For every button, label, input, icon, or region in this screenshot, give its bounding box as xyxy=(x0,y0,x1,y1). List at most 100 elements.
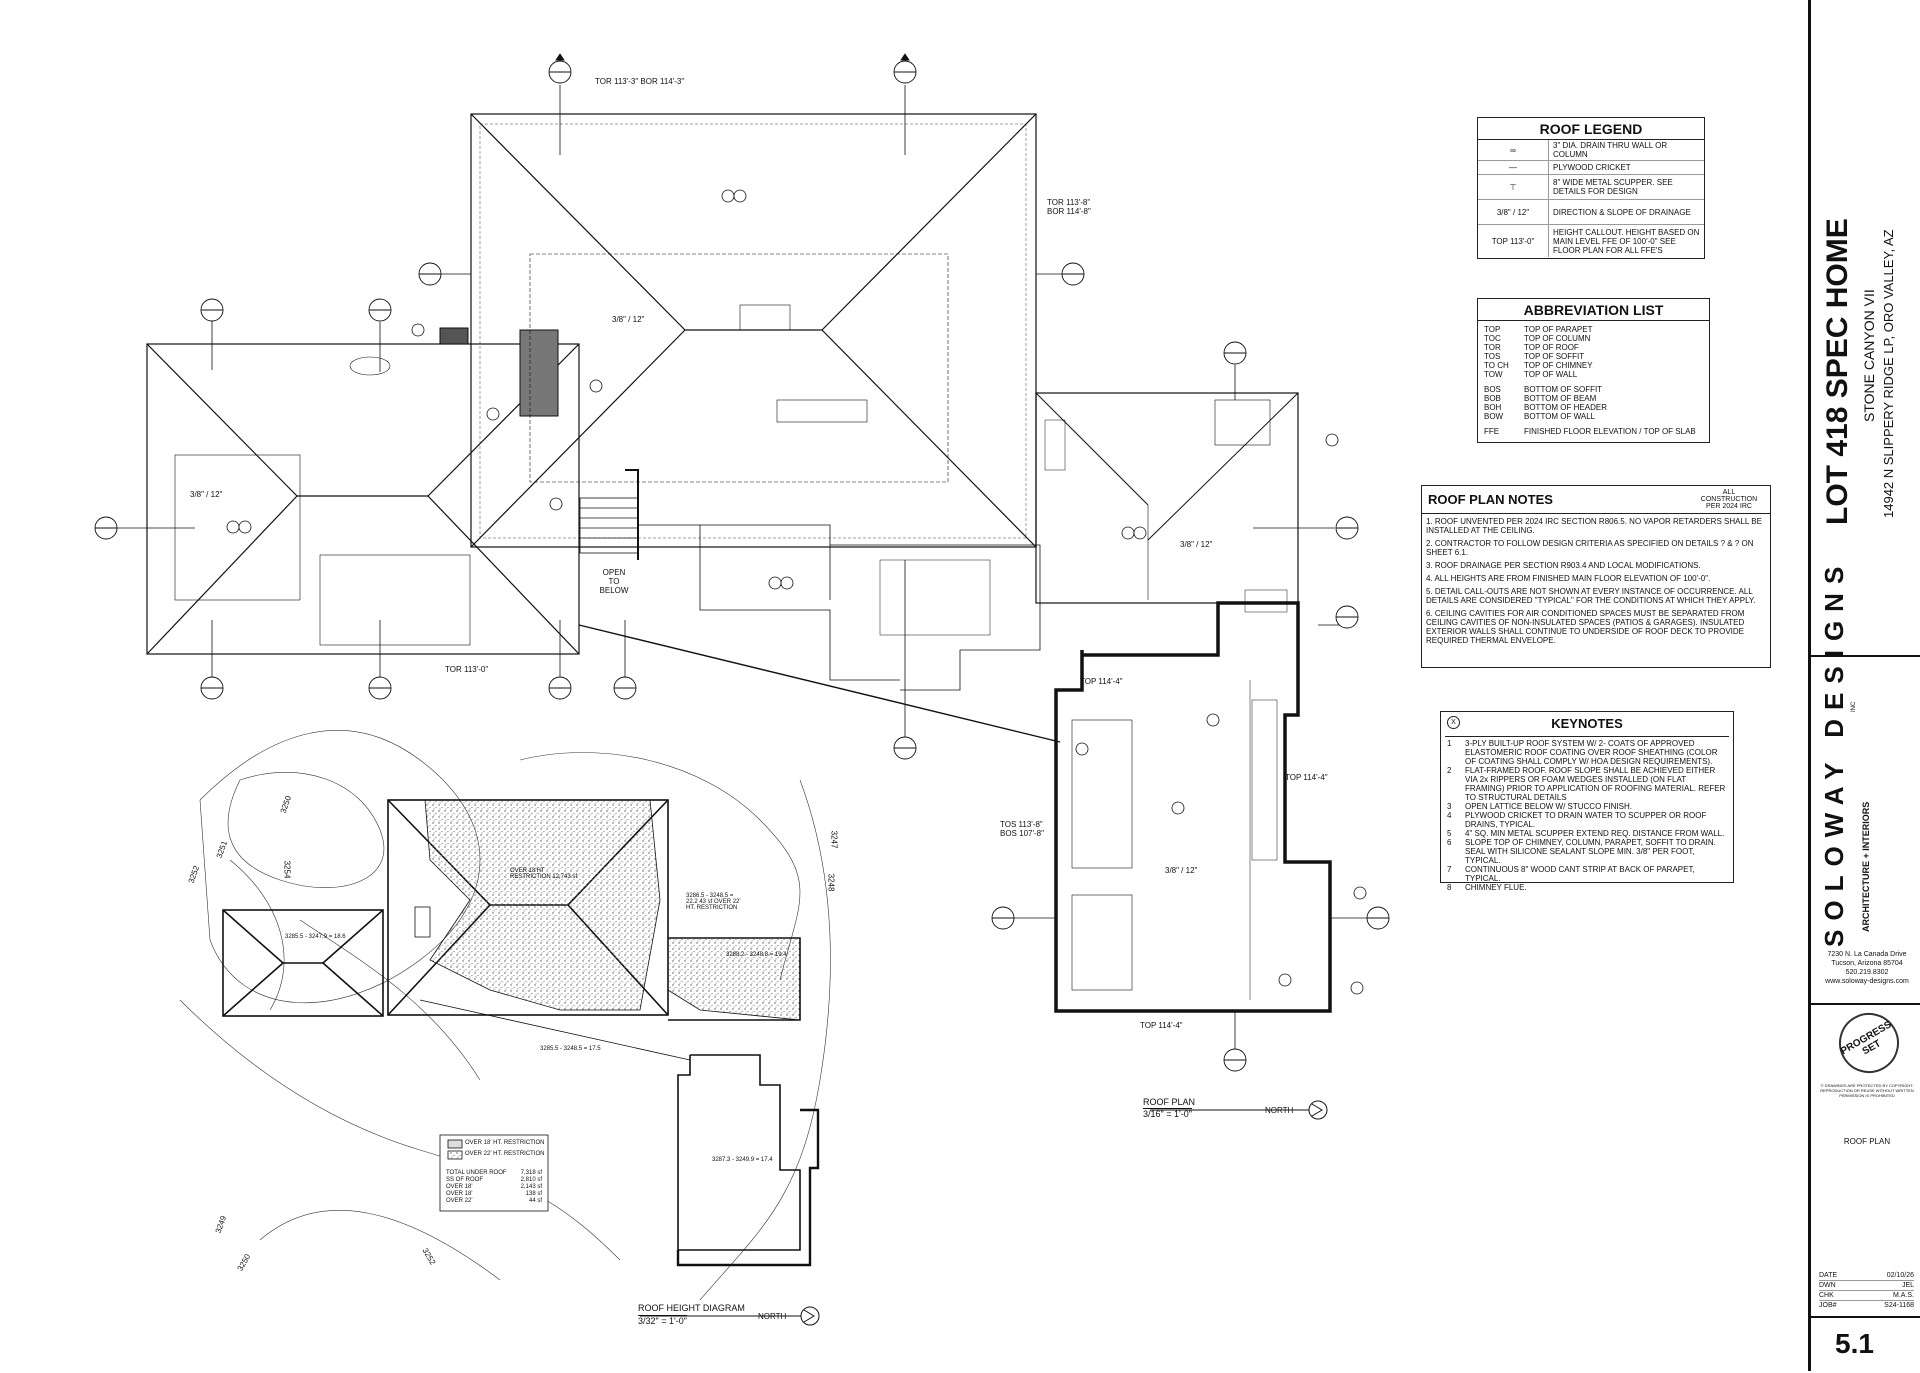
section-marker-garage-right xyxy=(1366,906,1390,930)
section-marker-d-right xyxy=(1061,262,1085,286)
slope-label-b: 3/8" / 12" xyxy=(190,490,223,499)
legend-drain-text: 3" DIA. DRAIN THRU WALL OR COLUMN xyxy=(1553,141,1668,159)
top-label-1: TOP 114'-4" xyxy=(1080,677,1123,686)
roof-right-wing xyxy=(1035,392,1299,613)
firm-name: SOLOWAY DESIGNS xyxy=(1819,557,1849,947)
section-marker-mid xyxy=(893,736,917,760)
north-arrow-plan xyxy=(1150,1100,1328,1120)
roof-plan-drawing xyxy=(94,53,1390,1326)
contour-label-6: 3247 xyxy=(829,830,839,849)
legend-slope-text: DIRECTION & SLOPE OF DRAINAGE xyxy=(1553,207,1691,217)
firm-subtitle: ARCHITECTURE + INTERIORS xyxy=(1861,801,1871,932)
section-marker-d-left xyxy=(418,262,442,286)
firm-logo: SOLOWAY DESIGNS ARCHITECTURE + INTERIORS… xyxy=(1811,558,1920,947)
section-marker-c-bot xyxy=(368,676,392,700)
roof-garage xyxy=(1054,601,1332,1013)
project-title: LOT 418 SPEC HOME xyxy=(1821,218,1854,525)
roof-legend: ROOF LEGEND ∞3" DIA. DRAIN THRU WALL OR … xyxy=(1477,117,1705,259)
sheet-number: 5.1 xyxy=(1835,1328,1874,1359)
section-marker-right xyxy=(1335,516,1359,540)
legend-scupper-text: 8" WIDE METAL SCUPPER. SEE DETAILS FOR D… xyxy=(1553,178,1673,196)
subdivision: STONE CANYON VII xyxy=(1861,289,1877,422)
contour-label-7: 3248 xyxy=(826,873,836,892)
legend-scupper-symbol: ⊤ xyxy=(1478,175,1549,199)
stamp-area: PROGRESS SET © DRAWINGS ARE PROTECTED BY… xyxy=(1811,1002,1920,1160)
roof-left-wing xyxy=(146,343,580,655)
roof-plan-scale: 3/16" = 1'-0" xyxy=(1143,1108,1192,1119)
roof-legend-title: ROOF LEGEND xyxy=(1478,118,1704,140)
legend-cricket-text: PLYWOOD CRICKET xyxy=(1553,163,1631,172)
roof-note-5: 5. DETAIL CALL-OUTS ARE NOT SHOWN AT EVE… xyxy=(1426,587,1756,605)
tos-label-garage: TOS 113'-8" BOS 107'-8" xyxy=(1000,820,1044,838)
height-legend-1: OVER 18' HT. RESTRICTION xyxy=(465,1140,545,1146)
roof-center-main xyxy=(470,113,1037,548)
section-marker-b-bot xyxy=(200,676,224,700)
top-label-3: TOP 114'-4" xyxy=(1140,1021,1183,1030)
legend-height-symbol: TOP 113'-0" xyxy=(1478,225,1549,257)
height-note-2: 3286.5 - 3248.5 = 22.2 43 sf OVER 22' HT… xyxy=(686,893,741,911)
slope-label-d: 3/8" / 12" xyxy=(1165,866,1198,875)
legend-height-text: HEIGHT CALLOUT. HEIGHT BASED ON MAIN LEV… xyxy=(1553,227,1700,255)
roof-height-scale: 3/32" = 1'-0" xyxy=(638,1315,687,1326)
sheet-number-box: 5.1 xyxy=(1811,1316,1920,1373)
top-label-2: TOP 114'-4" xyxy=(1285,773,1328,782)
section-marker-garage-left xyxy=(991,906,1015,930)
legend-drain-symbol: ∞ xyxy=(1478,140,1549,160)
north-label-plan: NORTH xyxy=(1265,1106,1294,1115)
section-marker-top-left xyxy=(548,53,572,84)
roof-plan-title: ROOF PLAN xyxy=(1143,1097,1196,1107)
stipple-over-18 xyxy=(424,799,661,1011)
roof-note-6: 6. CEILING CAVITIES FOR AIR CONDITIONED … xyxy=(1426,609,1745,645)
open-to-below: OPEN TO BELOW xyxy=(599,568,629,595)
section-marker-b-top xyxy=(200,298,224,322)
section-marker-left xyxy=(94,516,118,540)
firm-contact: 7230 N. La Canada Drive Tucson, Arizona … xyxy=(1825,951,1909,985)
elev-label-4: 3288.2 - 3248.8 = 19.4 xyxy=(726,952,787,958)
section-marker-garage-bot xyxy=(1223,1048,1247,1072)
abbreviation-title: ABBREVIATION LIST xyxy=(1478,299,1709,321)
roof-notes-title: ROOF PLAN NOTES xyxy=(1428,492,1553,507)
roof-plan-notes: ROOF PLAN NOTES ALL CONSTRUCTION PER 202… xyxy=(1421,485,1771,668)
copyright-text: © DRAWINGS ARE PROTECTED BY COPYRIGHT. R… xyxy=(1820,1083,1914,1098)
roof-note-3: 3. ROOF DRAINAGE PER SECTION R903.4 AND … xyxy=(1426,561,1701,570)
project-address: 14942 N SLIPPERY RIDGE LP, ORO VALLEY, A… xyxy=(1881,229,1896,518)
elev-label-1: 3285.5 - 3247.9 = 18.6 xyxy=(285,934,346,940)
firm-inc: INC xyxy=(1851,701,1857,712)
roof-note-1: 1. ROOF UNVENTED PER 2024 IRC SECTION R8… xyxy=(1426,517,1762,535)
section-marker-f-bot xyxy=(613,676,637,700)
contour-label-4: 3254 xyxy=(282,860,292,879)
elev-label-2: 3285.5 - 3248.5 = 17.5 xyxy=(540,1046,601,1052)
height-legend-2: OVER 22' HT. RESTRICTION xyxy=(465,1151,545,1157)
title-block: LOT 418 SPEC HOME STONE CANYON VII 14942… xyxy=(1808,0,1920,1371)
section-marker-c-top xyxy=(368,298,392,322)
roof-note-4: 4. ALL HEIGHTS ARE FROM FINISHED MAIN FL… xyxy=(1426,574,1711,583)
slope-label-c: 3/8" / 12" xyxy=(1180,540,1213,549)
north-label-height: NORTH xyxy=(758,1312,787,1321)
keynotes-title: KEYNOTES xyxy=(1551,716,1623,731)
elev-label-3: 3287.3 - 3249.9 = 17.4 xyxy=(712,1157,773,1163)
slope-label-a: 3/8" / 12" xyxy=(612,315,645,324)
tor-label-right: TOR 113'-8" BOR 114'-8" xyxy=(1047,198,1091,216)
roof-notes-subtitle: ALL CONSTRUCTION PER 2024 IRC xyxy=(1700,489,1758,510)
